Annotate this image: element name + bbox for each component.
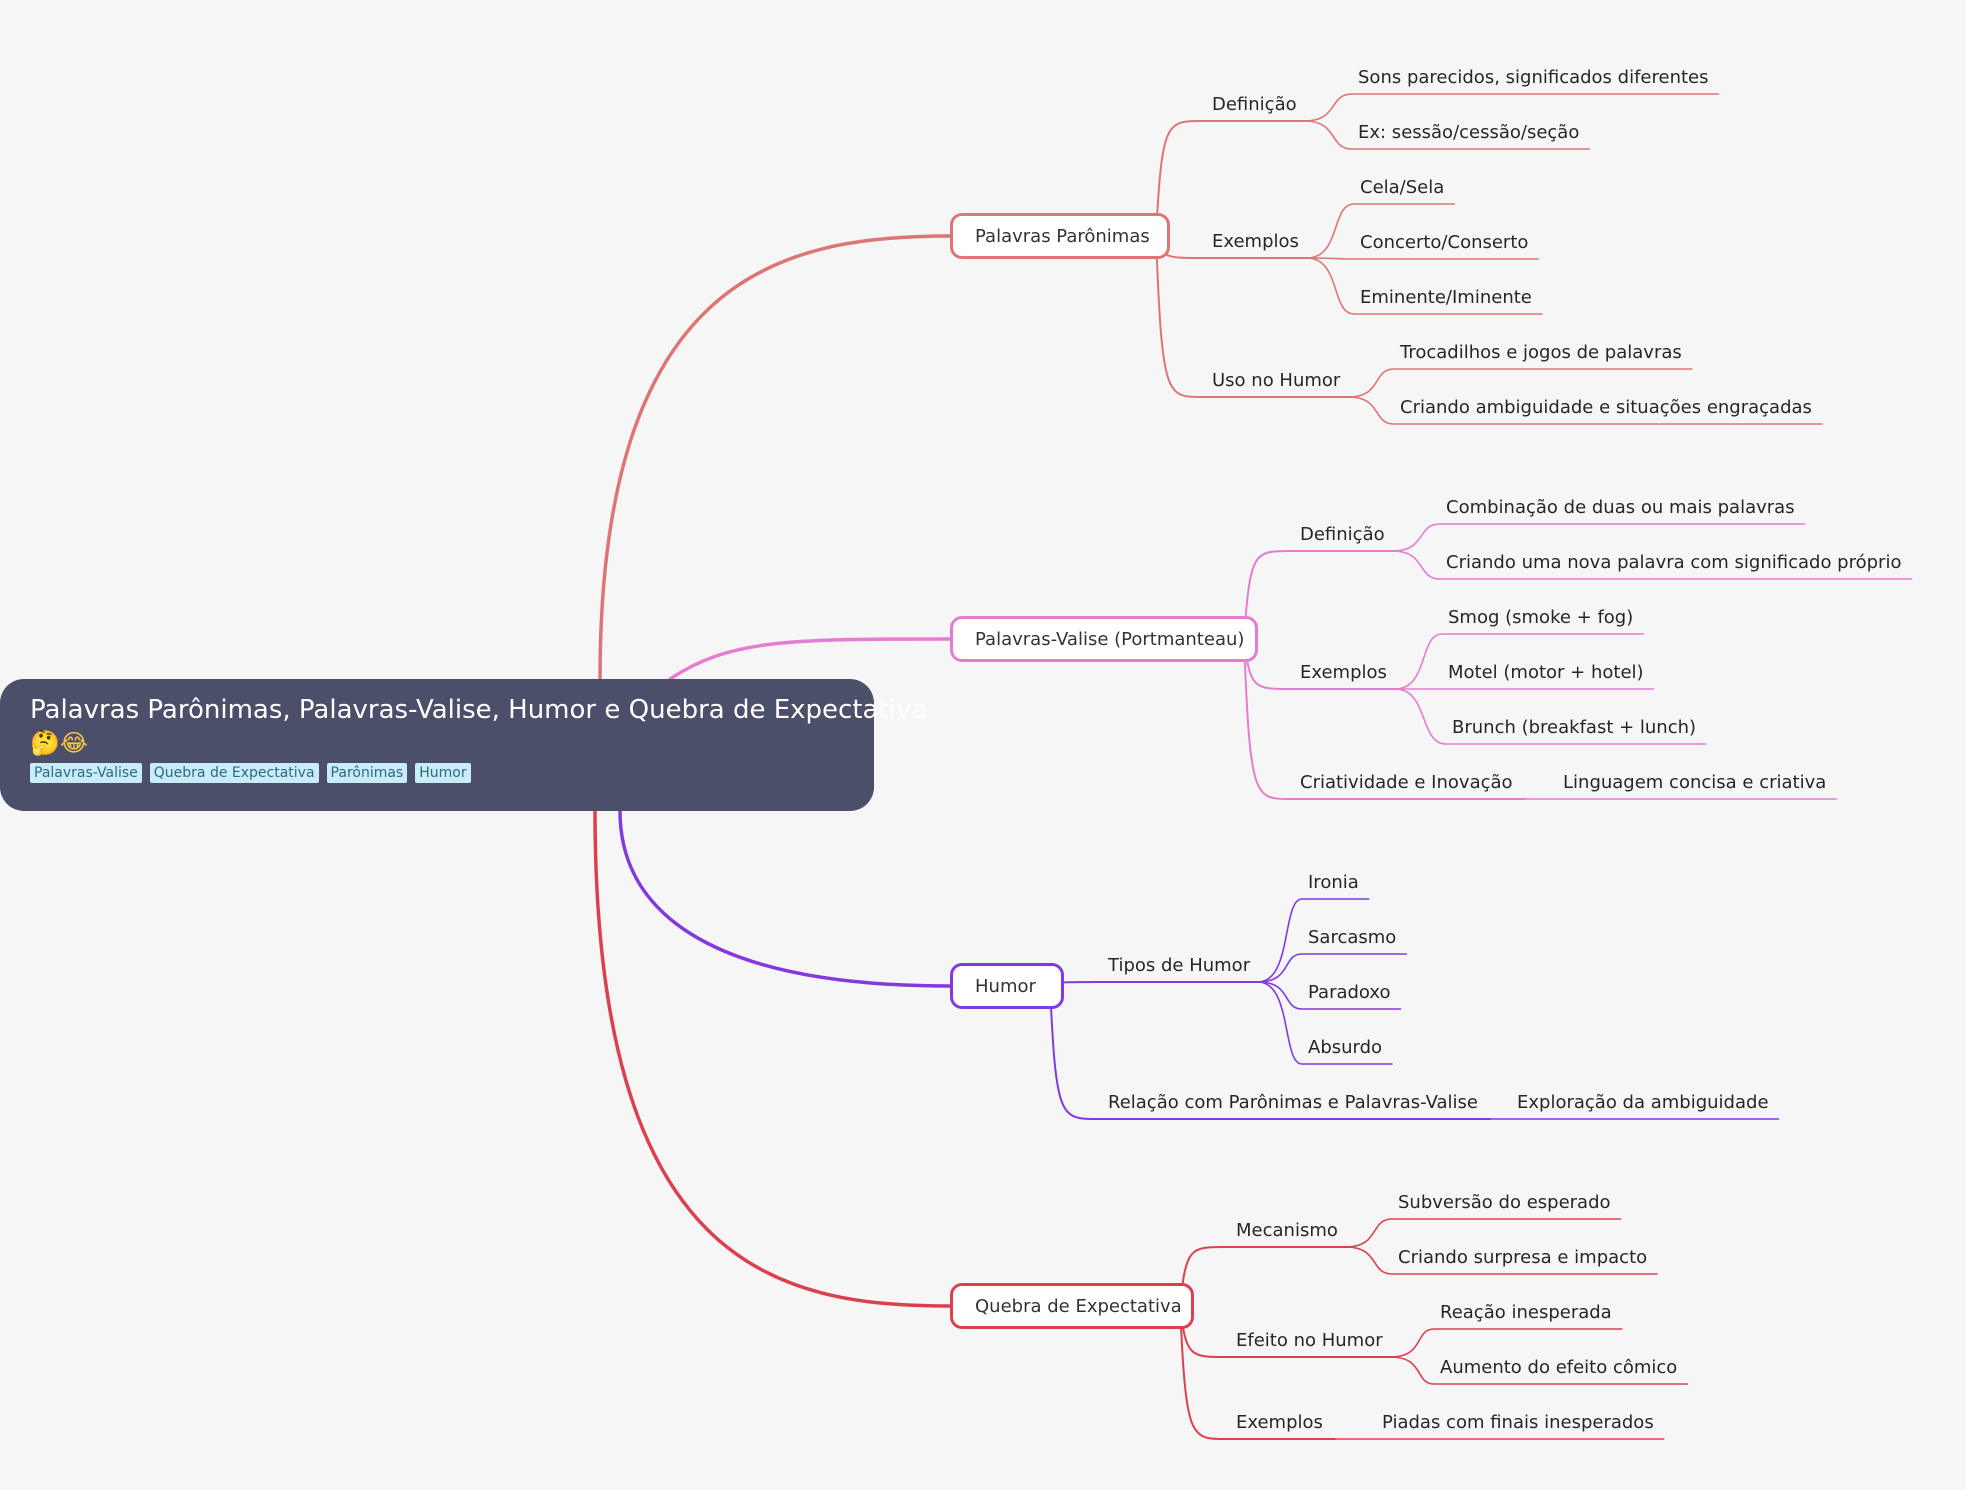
node-tipos-de-humor[interactable]: Tipos de Humor [1108,955,1251,976]
leaf-nova-palavra[interactable]: Criando uma nova palavra com significado… [1446,552,1902,573]
leaf-reacao[interactable]: Reação inesperada [1440,1302,1612,1323]
root-link-3 [593,809,952,1308]
node-relacao[interactable]: Relação com Parônimas e Palavras-Valise [1108,1092,1479,1113]
leaf-exploracao[interactable]: Exploração da ambiguidade [1517,1092,1769,1113]
tag-humor[interactable]: Humor [415,763,471,783]
leaf-criando-ambiguidade[interactable]: Criando ambiguidade e situações engraçad… [1400,397,1812,418]
leaf-link-0-1-0 [1306,203,1456,259]
leaf-link-3-1-0 [1389,1328,1623,1358]
child-link-1-2 [1243,638,1526,800]
leaf-concerto-conserto[interactable]: Concerto/Conserto [1360,232,1529,253]
node-efeito-no-humor[interactable]: Efeito no Humor [1236,1330,1383,1351]
child-link-2-0 [1049,981,1264,987]
leaf-surpresa[interactable]: Criando surpresa e impacto [1398,1247,1648,1268]
leaf-subversao[interactable]: Subversão do esperado [1398,1192,1611,1213]
node-definicao[interactable]: Definição [1300,524,1385,545]
leaf-eminente-iminente[interactable]: Eminente/Iminente [1360,287,1532,308]
node-definicao[interactable]: Definição [1212,94,1297,115]
child-link-3-2 [1179,1305,1336,1440]
leaf-trocadilhos[interactable]: Trocadilhos e jogos de palavras [1400,342,1682,363]
branch-quebra-de-expectativa[interactable]: Quebra de Expectativa [950,1283,1194,1329]
leaf-combinacao[interactable]: Combinação de duas ou mais palavras [1446,497,1795,518]
leaf-link-0-1-1 [1306,257,1540,260]
leaf-ironia[interactable]: Ironia [1308,872,1359,893]
leaf-piadas[interactable]: Piadas com finais inesperados [1382,1412,1654,1433]
child-link-0-0 [1155,120,1310,237]
node-exemplos[interactable]: Exemplos [1212,231,1299,252]
leaf-sons-parecidos[interactable]: Sons parecidos, significados diferentes [1358,67,1709,88]
branch-palavras-paronimas[interactable]: Palavras Parônimas [950,213,1170,259]
node-mecanismo[interactable]: Mecanismo [1236,1220,1338,1241]
root-node[interactable]: Palavras Parônimas, Palavras-Valise, Hum… [0,679,928,811]
child-link-3-0 [1179,1246,1351,1307]
leaf-link-1-0-0 [1391,523,1806,552]
root-link-0 [598,234,952,681]
leaf-sarcasmo[interactable]: Sarcasmo [1308,927,1397,948]
leaf-link-0-2-0 [1347,368,1693,398]
root-link-2 [618,809,952,988]
branch-humor[interactable]: Humor [950,963,1064,1009]
leaf-link-0-1-2 [1306,257,1543,315]
leaf-link-0-0-1 [1303,120,1591,150]
node-exemplos[interactable]: Exemplos [1236,1412,1323,1433]
leaf-brunch[interactable]: Brunch (breakfast + lunch) [1452,717,1697,738]
leaf-link-1-0-1 [1391,550,1913,580]
leaf-link-1-1-0 [1394,633,1645,690]
branch-palavras-valise[interactable]: Palavras-Valise (Portmanteau) [950,616,1258,662]
child-link-0-2 [1155,235,1354,398]
child-link-1-0 [1243,550,1398,640]
root-title: Palavras Parônimas, Palavras-Valise, Hum… [30,695,928,725]
leaf-cela-sela[interactable]: Cela/Sela [1360,177,1445,198]
node-uso-no-humor[interactable]: Uso no Humor [1212,370,1341,391]
leaf-motel[interactable]: Motel (motor + hotel) [1448,662,1644,683]
root-emoji-icons: 🤔😂 [30,730,88,757]
leaf-link-2-0-1 [1257,953,1408,983]
root-tags: Palavras-Valise Quebra de Expectativa Pa… [30,763,844,783]
node-exemplos[interactable]: Exemplos [1300,662,1387,683]
leaf-absurdo[interactable]: Absurdo [1308,1037,1383,1058]
leaf-link-2-0-2 [1257,981,1402,1010]
leaf-link-3-0-0 [1345,1218,1622,1248]
leaf-aumento[interactable]: Aumento do efeito cômico [1440,1357,1678,1378]
leaf-link-2-0-3 [1257,981,1393,1065]
leaf-link-1-1-2 [1394,688,1707,745]
tag-quebra-de-expectativa[interactable]: Quebra de Expectativa [149,763,319,783]
leaf-linguagem-concisa[interactable]: Linguagem concisa e criativa [1563,772,1827,793]
child-link-2-1 [1049,985,1492,1120]
leaf-link-3-1-1 [1389,1356,1689,1385]
node-criatividade[interactable]: Criatividade e Inovação [1300,772,1513,793]
leaf-ex-sessao[interactable]: Ex: sessão/cessão/seção [1358,122,1580,143]
leaf-paradoxo[interactable]: Paradoxo [1308,982,1391,1003]
leaf-link-0-0-0 [1303,93,1720,122]
leaf-link-3-0-1 [1345,1246,1658,1275]
leaf-link-2-0-0 [1257,898,1370,983]
root-link-1 [668,637,952,681]
leaf-smog[interactable]: Smog (smoke + fog) [1448,607,1634,628]
leaf-link-0-2-1 [1347,396,1823,425]
tag-paronimas[interactable]: Parônimas [326,763,408,783]
tag-palavras-valise[interactable]: Palavras-Valise [30,763,142,783]
